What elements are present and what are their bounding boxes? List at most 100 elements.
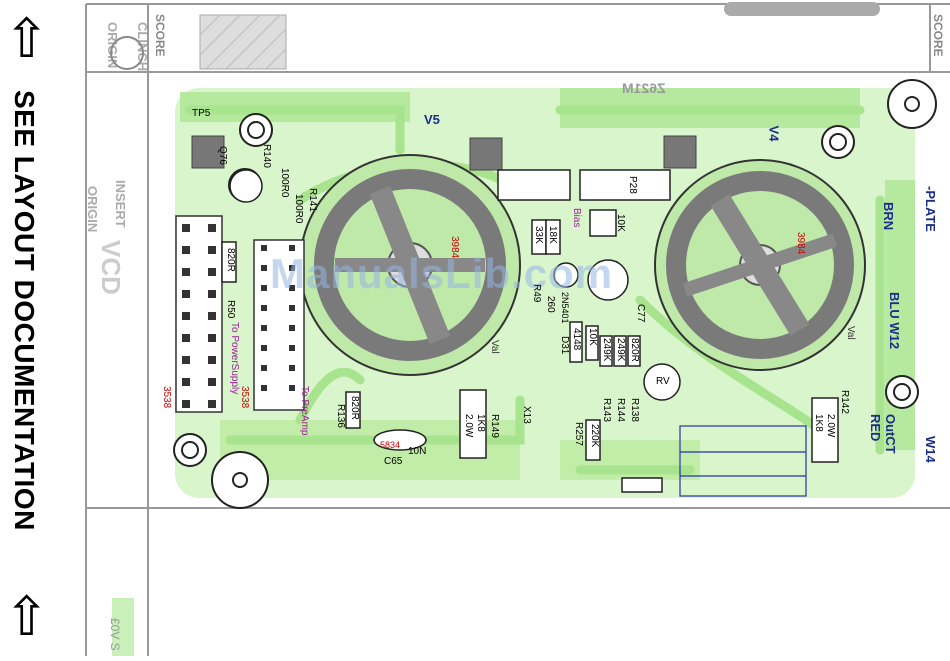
header-pin	[261, 345, 267, 351]
traces	[185, 105, 885, 475]
square-pads	[191, 135, 697, 171]
header-pin	[182, 312, 190, 320]
insert-origin-label: ORIGIN	[85, 186, 100, 233]
header-pin	[261, 385, 267, 391]
header-pin	[182, 400, 190, 408]
header-pin	[289, 305, 295, 311]
c65-code: 5834	[380, 440, 401, 450]
header-pin	[289, 365, 295, 371]
tube-v5	[299, 154, 521, 376]
frame-lines	[85, 3, 950, 656]
header-mid-label: 3538	[239, 386, 250, 409]
bias-label: Bias	[571, 208, 582, 228]
page-title: SEE LAYOUT DOCUMENTATION	[9, 90, 40, 531]
bottom-stub-label: £0V S	[108, 618, 122, 651]
wire-w14-sub: OutCT RED	[868, 414, 898, 454]
header-pin	[208, 312, 216, 320]
blue-box	[679, 425, 807, 497]
r140-val: 100R0	[279, 168, 290, 198]
r249a-val: 249K	[601, 338, 612, 362]
r143-label: R143	[601, 398, 612, 422]
up-arrow-icon: ⇧	[4, 9, 50, 69]
header-pin	[289, 325, 295, 331]
tube-v5-socket: 3984	[449, 236, 460, 259]
tube-v5-ref: V5	[424, 112, 440, 127]
r136-val: 820R	[349, 396, 360, 420]
to-preamp-label: To PreAmp	[299, 386, 310, 436]
header-pin	[208, 400, 216, 408]
header-pin	[182, 246, 190, 254]
r820-val: 820R	[629, 338, 640, 362]
tube-v5-val: Val	[489, 340, 500, 354]
tube-v4	[654, 159, 866, 371]
hatch-lines	[199, 14, 287, 70]
header-pin	[289, 245, 295, 251]
header-pin	[289, 285, 295, 291]
r141-label: R141	[307, 188, 318, 212]
r50-label: R50	[225, 300, 236, 319]
header-pin	[208, 334, 216, 342]
wire-w14-label: W14	[923, 436, 938, 463]
components	[221, 169, 839, 493]
header-left-label: 3538	[161, 386, 172, 409]
r136-label: R136	[335, 404, 346, 428]
r140-label: R140	[261, 144, 272, 168]
tp5-label: TP5	[192, 108, 211, 119]
p28-val: 10K	[615, 214, 626, 232]
r149-label: R149	[489, 414, 500, 438]
wire-plate-label: -PLATE	[923, 186, 938, 232]
header-pin	[208, 224, 216, 232]
header-pin	[261, 325, 267, 331]
vcd-label: VCD	[96, 240, 126, 295]
header-pin	[208, 378, 216, 386]
header-pin	[289, 345, 295, 351]
header-pin	[289, 265, 295, 271]
r49-val: 33K	[533, 226, 544, 244]
r138-label: R138	[629, 398, 640, 422]
header-pin	[182, 378, 190, 386]
header-pin	[261, 365, 267, 371]
insert-label: INSERT	[113, 180, 128, 228]
header-pin	[261, 245, 267, 251]
up-arrow-icon: ⇧	[4, 587, 50, 647]
x13-label: X13	[521, 406, 532, 424]
rv-label: RV	[656, 376, 670, 387]
header-pin	[261, 285, 267, 291]
header-pin	[289, 385, 295, 391]
wire-w12-label: BLU W12	[887, 292, 902, 350]
to-power-label: To PowerSupply	[229, 322, 240, 395]
r142-val: 1K8	[813, 414, 824, 432]
clinch-crosshair-icon	[110, 36, 144, 70]
tube-v4-val: Val	[845, 326, 856, 340]
header-pin	[261, 265, 267, 271]
header-pin	[261, 305, 267, 311]
header-pin	[182, 334, 190, 342]
r144-label: R144	[615, 398, 626, 422]
bottom-stub	[112, 598, 134, 656]
r257-val: 220K	[589, 424, 600, 448]
header-pin	[182, 356, 190, 364]
r10k-val: 10K	[587, 328, 598, 346]
header-pin	[208, 268, 216, 276]
header-pin	[208, 246, 216, 254]
r142-label: R142	[839, 390, 850, 414]
header-pin	[182, 290, 190, 298]
r50-val: 820R	[225, 248, 236, 272]
header-pin	[182, 224, 190, 232]
r142-w: 2.0W	[825, 414, 836, 438]
r18k-val: 18K	[547, 226, 558, 244]
wire-plate-sub: BRN	[881, 202, 896, 231]
c65-val: 10N	[408, 446, 427, 457]
score-right: SCORE	[931, 14, 945, 57]
board-partno: Z621M	[622, 80, 666, 96]
d4148-label: 4148	[571, 328, 582, 351]
score-left: SCORE	[153, 14, 167, 57]
header-pin	[182, 268, 190, 276]
q2n-label: 2N5401	[560, 292, 570, 324]
d31-label: D31	[559, 336, 570, 355]
tube-v4-ref: V4	[766, 125, 782, 142]
top-slot	[724, 2, 880, 16]
r141-val: 100R0	[293, 194, 304, 224]
